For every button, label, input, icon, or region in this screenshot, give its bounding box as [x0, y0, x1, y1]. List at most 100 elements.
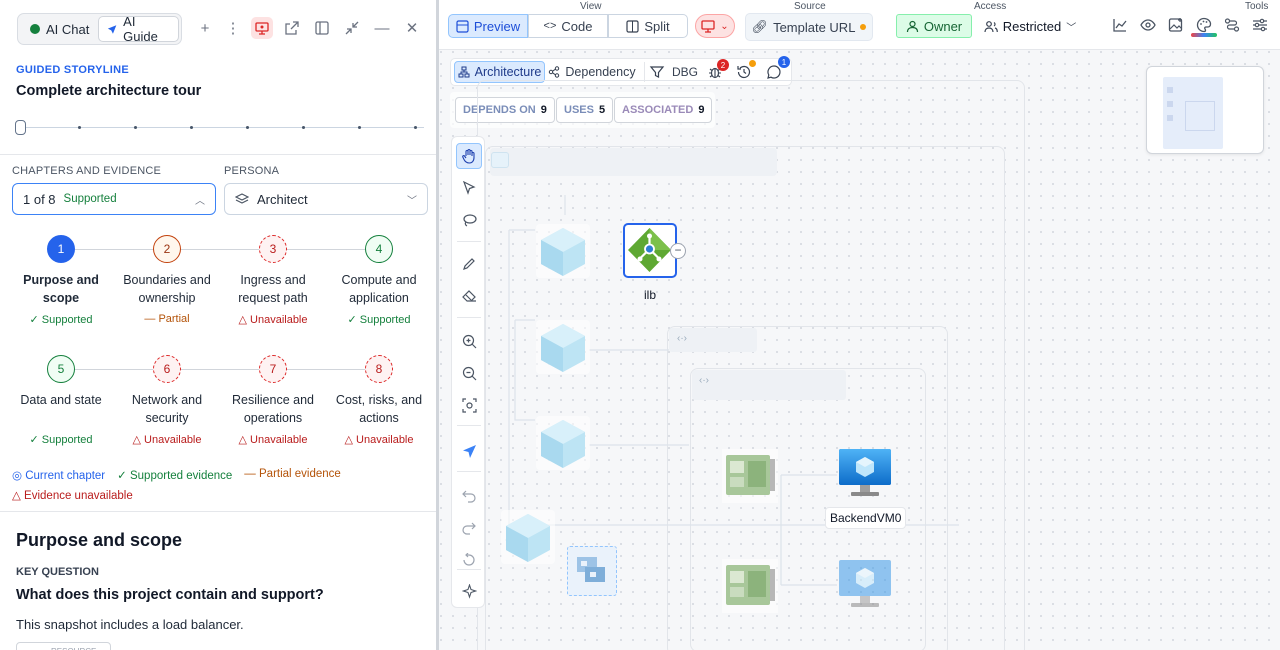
zoom-in-icon[interactable]	[456, 328, 482, 354]
cube-resource-node[interactable]	[536, 320, 590, 374]
chapter-select[interactable]: 1 of 8 Supported ︿	[12, 183, 216, 215]
owner-button[interactable]: Owner	[896, 14, 972, 38]
pointer-select-icon[interactable]	[456, 175, 482, 201]
close-icon[interactable]: ✕	[405, 20, 419, 37]
legend-supported: ✓ Supported evidence	[117, 470, 233, 482]
present-dropdown-button[interactable]: ⌄	[695, 14, 735, 38]
reset-icon[interactable]	[456, 547, 482, 573]
user-icon	[906, 20, 918, 32]
resource-tag[interactable]: RESOURCE	[16, 642, 111, 650]
access-restricted-button[interactable]: Restricted ﹀	[979, 14, 1081, 38]
image-add-icon[interactable]	[1168, 17, 1184, 38]
associated-pill[interactable]: ASSOCIATED 9	[614, 97, 713, 123]
divider	[457, 471, 481, 472]
vm-node[interactable]	[837, 558, 893, 610]
preview-button[interactable]: Preview	[448, 14, 528, 38]
uses-pill[interactable]: USES 5	[556, 97, 614, 123]
diagram-workspace: View Source Access Tools Preview <> Code…	[439, 0, 1280, 650]
navigate-icon[interactable]	[456, 438, 482, 464]
minimap[interactable]	[1146, 66, 1264, 154]
divider	[457, 425, 481, 426]
placeholder-resource-node[interactable]	[567, 546, 617, 596]
storyline-step-dot[interactable]	[134, 126, 137, 129]
sidebar-toggle-icon[interactable]	[311, 17, 333, 39]
lasso-select-icon[interactable]	[456, 207, 482, 233]
tab-ai-guide[interactable]: AI Guide	[98, 14, 179, 44]
minimap-viewport[interactable]	[1163, 77, 1223, 149]
key-question-label: KEY QUESTION	[16, 566, 99, 578]
minimize-icon[interactable]: —	[374, 19, 390, 37]
hand-pan-icon[interactable]	[456, 143, 482, 169]
storyline-step-dot[interactable]	[302, 126, 305, 129]
palette-icon[interactable]	[1196, 17, 1212, 38]
zoom-out-icon[interactable]	[456, 360, 482, 386]
ilb-label: ilb	[644, 288, 657, 302]
collapse-node-button[interactable]: −	[670, 243, 686, 259]
redo-icon[interactable]	[456, 515, 482, 541]
present-screen-icon[interactable]	[251, 17, 273, 39]
undo-icon[interactable]	[456, 483, 482, 509]
subnet-inner-container	[690, 368, 926, 650]
network-interface-icon	[577, 557, 605, 582]
depends-on-pill[interactable]: DEPENDS ON 9	[455, 97, 555, 123]
plus-icon[interactable]: +	[200, 19, 210, 37]
fit-view-icon[interactable]	[456, 392, 482, 418]
sparkle-ai-icon[interactable]	[456, 578, 482, 604]
storyline-step-dot[interactable]	[414, 126, 417, 129]
storyline-step-dot[interactable]	[358, 126, 361, 129]
panel-resize-handle[interactable]	[436, 0, 439, 650]
chapter-5[interactable]: 5 Data and state ✓ Supported	[8, 355, 114, 446]
chevron-up-icon: ︿	[195, 195, 205, 207]
line-chart-icon[interactable]	[1112, 17, 1128, 38]
settings-sliders-icon[interactable]	[1252, 17, 1268, 38]
external-link-icon[interactable]	[281, 17, 303, 39]
vm-node-backendvm0[interactable]	[837, 447, 893, 499]
storyline-step-dot[interactable]	[190, 126, 193, 129]
tab-ai-chat[interactable]: AI Chat	[22, 16, 98, 42]
eraser-icon[interactable]	[456, 283, 482, 309]
persona-select[interactable]: Architect ﹀	[224, 183, 428, 215]
pencil-icon[interactable]	[456, 251, 482, 277]
more-vertical-icon[interactable]: ⋮	[225, 20, 241, 37]
storyline-step-dot[interactable]	[78, 126, 81, 129]
subnet-code-icon: ‹·›	[699, 375, 709, 386]
nic-node[interactable]	[722, 559, 778, 613]
status-dot	[860, 24, 867, 30]
minimap-node	[1167, 87, 1173, 93]
debug-toggle[interactable]: DBG	[672, 65, 699, 79]
collapse-icon[interactable]	[341, 17, 363, 39]
filter-icon[interactable]	[649, 64, 665, 85]
nic-node[interactable]	[722, 449, 778, 503]
section-title: Purpose and scope	[16, 530, 183, 550]
cube-resource-node[interactable]	[536, 416, 590, 470]
chapters-label: CHAPTERS AND EVIDENCE	[12, 165, 162, 177]
tab-architecture[interactable]: Architecture	[454, 61, 545, 83]
ilb-node[interactable]	[623, 223, 677, 278]
storyline-step-dot[interactable]	[246, 126, 249, 129]
template-url-button[interactable]: 🔗︎ Template URL	[745, 13, 873, 41]
code-button[interactable]: <> Code	[528, 14, 608, 38]
split-button[interactable]: Split	[608, 14, 688, 38]
workflow-icon[interactable]	[1224, 17, 1240, 38]
layers-icon	[235, 193, 249, 204]
tab-dependency[interactable]: Dependency	[547, 61, 637, 83]
eye-icon[interactable]	[1140, 17, 1156, 38]
cube-resource-node[interactable]	[501, 510, 555, 564]
users-icon	[984, 20, 998, 32]
cube-resource-node[interactable]	[536, 224, 590, 278]
panel-header: AI Chat AI Guide + ⋮ — ✕	[0, 0, 436, 58]
storyline-slider-handle[interactable]	[15, 120, 26, 135]
comment-icon[interactable]	[766, 64, 782, 85]
divider	[457, 569, 481, 570]
divider	[0, 511, 436, 512]
subnet-inner-label-bar	[692, 370, 846, 400]
diagram-mode-toolbar: Architecture Dependency DBG 2 1	[450, 56, 792, 86]
history-icon[interactable]	[736, 64, 752, 85]
